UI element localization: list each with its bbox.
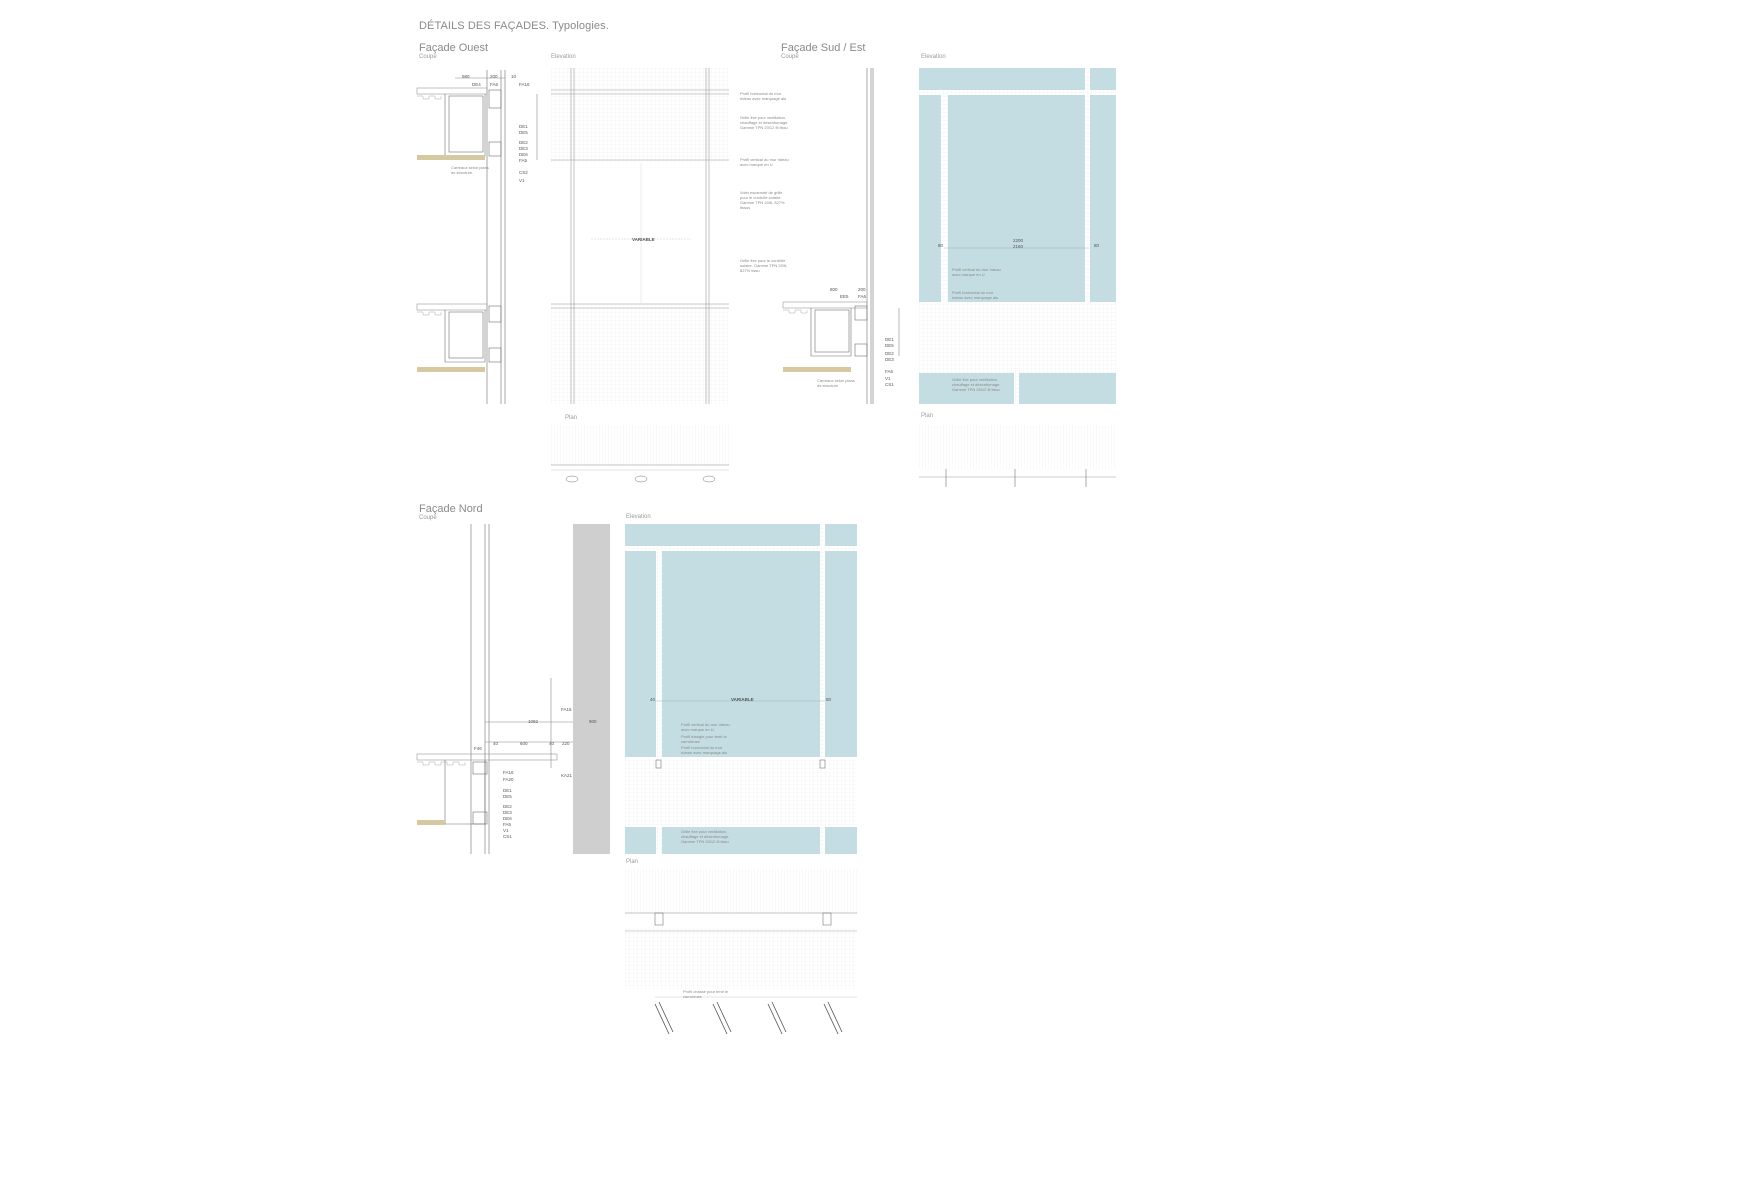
ouest-code-de2: DE2: [519, 140, 528, 145]
nord-coupe-label: Coupe: [419, 515, 437, 521]
sudest-note-3: Grille fixe pour ventilation, chauffage …: [952, 377, 1001, 392]
ouest-code-de3: DE3: [519, 146, 528, 151]
nord-section-drawing: [416, 524, 610, 854]
ouest-note-1: Profil horizontal du mur rideau avec mar…: [740, 91, 787, 101]
sudest-coupe-label: Coupe: [781, 54, 799, 60]
ouest-code-de6: DE6: [519, 152, 528, 157]
sheet-title: DÉTAILS DES FAÇADES. Typologies.: [419, 20, 609, 32]
nord-elevation-drawing: [625, 524, 857, 854]
sudest-dim-ee5: EE5: [840, 294, 849, 299]
sudest-title: Façade Sud / Est: [781, 42, 866, 54]
ouest-code-fa6: FA6: [490, 82, 499, 87]
ouest-note-5: Grille fixe pour le contrôle solaire. Ga…: [740, 258, 788, 273]
ouest-code-fa5: FA5: [519, 158, 528, 163]
ouest-code-fa16: FA16: [519, 82, 530, 87]
ouest-code-de5: DE5: [519, 130, 528, 135]
nord-variable-label: VARIABLE: [731, 697, 754, 702]
nord-note-3: Profil horizontal du mur rideau avec mar…: [681, 745, 728, 755]
sudest-note-2: Profil horizontal du mur rideau avec mar…: [952, 290, 999, 300]
nord-code-de3: DE3: [503, 810, 512, 815]
nord-code-ka21: KA21: [561, 773, 573, 778]
ouest-elevation-drawing: [551, 68, 729, 404]
nord-code-fa5: FA5: [503, 822, 512, 827]
nord-dim-40b: 40: [549, 741, 555, 746]
ouest-code-v1: V1: [519, 178, 525, 183]
sudest-code-de1: DE1: [885, 337, 894, 342]
nord-note-4: Grille fixe pour ventilation, chauffage …: [681, 829, 730, 844]
nord-plan-drawing: [625, 869, 857, 1035]
ouest-note-2: Grille fixe pour ventilation, chauffage …: [740, 115, 789, 130]
ouest-variable-label: VARIABLE: [632, 237, 655, 242]
nord-plan-label: Plan: [626, 859, 639, 865]
sudest-dim-2160: 2160: [1013, 244, 1024, 249]
sudest-dim-200: 200: [858, 287, 866, 292]
nord-note-5: Profil chassé pour tenir le carrotéuse: [683, 989, 729, 999]
nord-code-de2: DE2: [503, 804, 512, 809]
sudest-code-de5: DE5: [885, 343, 894, 348]
ouest-code-cs2: CS2: [519, 170, 528, 175]
ouest-elevation-label: Elevation: [551, 54, 576, 60]
nord-dim-80-right: 80: [826, 697, 832, 702]
sudest-carreau-note: Carreaux selon plans de structure: [817, 378, 855, 388]
sudest-dim-fa6: FA6: [858, 294, 867, 299]
sudest-elevation-label: Elevation: [921, 54, 946, 60]
sudest-note-1: Profil vertical du mur rideau avec marqu…: [952, 267, 1001, 277]
sudest-code-v1: V1: [885, 376, 891, 381]
nord-note-2: Profil triangle pour tenir la carrotéuse: [681, 734, 727, 744]
sudest-dim-800: 800: [830, 287, 838, 292]
ouest-plan-drawing: [551, 425, 729, 483]
nord-code-fa16: FA16: [503, 770, 514, 775]
sudest-code-fa6: FA6: [885, 369, 894, 374]
ouest-coupe-label: Coupe: [419, 54, 437, 60]
ouest-carreau-note: Carreaux selon plans de structure: [451, 165, 489, 175]
nord-code-fa16-top: FA16: [561, 707, 572, 712]
nord-code-fa20: FA20: [503, 777, 514, 782]
nord-code-de1: DE1: [503, 788, 512, 793]
sudest-section-drawing: [782, 68, 900, 404]
ouest-note-4: Volet escamoté de grille pour le contrôl…: [740, 190, 785, 210]
nord-dim-900: 900: [589, 719, 597, 724]
sudest-plan-label: Plan: [921, 413, 934, 419]
ouest-code-de1: DE1: [519, 124, 528, 129]
nord-code-cs1: CS1: [503, 834, 512, 839]
ouest-dim-10: 10: [511, 74, 517, 79]
ouest-plan-label: Plan: [565, 415, 578, 421]
nord-elevation-label: Elevation: [626, 514, 651, 520]
nord-dim-600: 600: [520, 741, 528, 746]
ouest-note-3: Profil vertical du mur rideau avec marqu…: [740, 157, 789, 167]
nord-code-v1: V1: [503, 828, 509, 833]
nord-code-de5: DE5: [503, 794, 512, 799]
sudest-dim-80-right: 80: [1094, 243, 1100, 248]
sudest-elevation-drawing: [919, 68, 1116, 404]
sudest-dim-80-left: 80: [938, 243, 944, 248]
nord-dim-40-left: 40: [650, 697, 656, 702]
sudest-code-de2: DE2: [885, 351, 894, 356]
nord-dim-220: 220: [562, 741, 570, 746]
sudest-code-de3: DE3: [885, 357, 894, 362]
ouest-section-drawing: [416, 70, 538, 404]
ouest-title: Façade Ouest: [419, 42, 489, 54]
nord-dim-1092: 1092: [528, 719, 539, 724]
sudest-code-cs1: CS1: [885, 382, 894, 387]
nord-title: Façade Nord: [419, 503, 483, 515]
nord-code-de6: DE6: [503, 816, 512, 821]
ouest-code-de4: DE4: [472, 82, 481, 87]
nord-dim-40a: 40: [493, 741, 499, 746]
ouest-dim-200: 200: [490, 74, 498, 79]
nord-note-1: Profil vertical du mur rideau avec marqu…: [681, 722, 730, 732]
sudest-plan-drawing: [919, 425, 1116, 487]
nord-code-f46: F46: [474, 746, 482, 751]
ouest-dim-980: 980: [462, 74, 470, 79]
sudest-dim-2200: 2200: [1013, 238, 1024, 243]
